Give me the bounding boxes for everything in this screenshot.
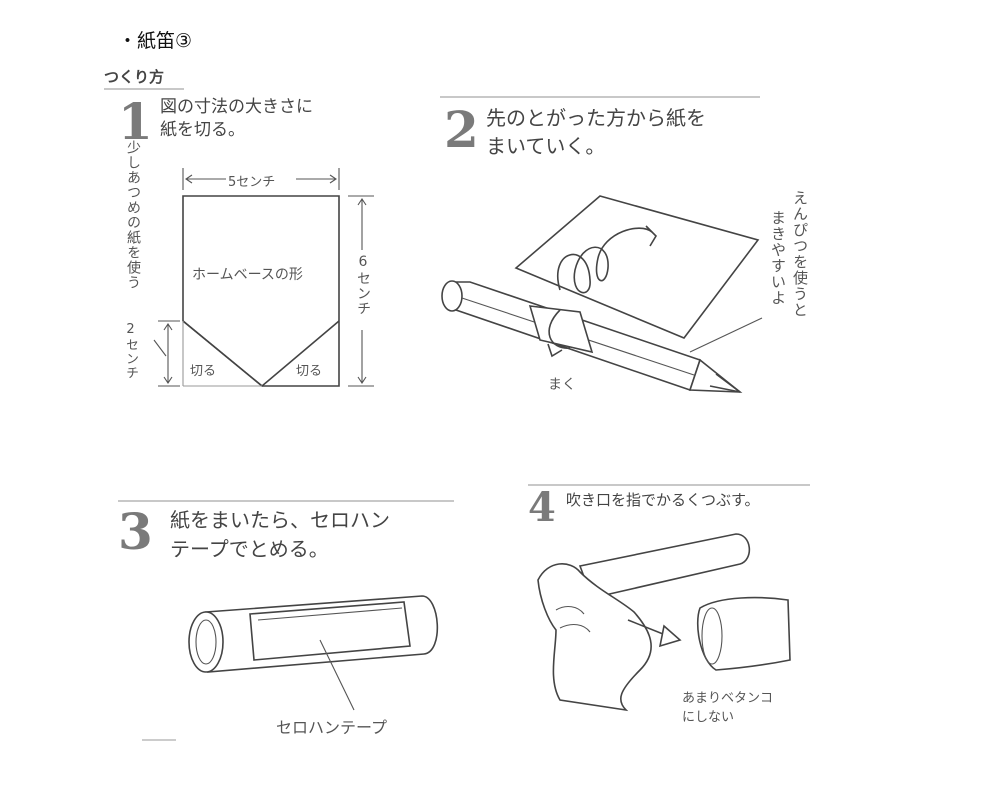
roll-arrowhead: [547, 343, 563, 358]
cut-label-right: 切る: [296, 364, 323, 379]
flattened-tube: [696, 596, 791, 671]
step-3-text-line2: テープでとめる。: [170, 537, 329, 561]
roll-arrow: [548, 309, 571, 349]
tube-opening: [188, 611, 224, 673]
rolling-spiral: [557, 227, 653, 294]
howto-heading: つくり方: [104, 68, 165, 86]
hand: [537, 563, 652, 712]
paper-sheet: [514, 195, 760, 339]
step-2-side-note-col2: まきやすいよ: [769, 210, 787, 306]
roll-label: まく: [548, 377, 576, 393]
step-1-instructions: 図の寸法の大きさに 紙を切る。: [160, 96, 313, 142]
tape-leader: [319, 639, 355, 711]
step-1-side-note: 少しあつめの紙を使う: [125, 140, 141, 290]
dim-height-arrow-top: [357, 198, 367, 206]
step-3-rule: [118, 500, 454, 502]
dim-width-label: 5センチ: [228, 175, 276, 190]
dim-small-arrow-top: [163, 323, 173, 331]
tape-edge: [257, 607, 403, 621]
step-1-text-line2: 紙を切る。: [160, 119, 245, 140]
tape-label: セロハンテープ: [276, 718, 388, 737]
step-4-rule: [528, 484, 810, 486]
rolled-paper: [528, 305, 594, 354]
dim-height-arrow-bottom: [357, 376, 367, 384]
step-4-text-line1: 吹き口を指でかるくつぶす。: [566, 491, 760, 509]
spiral-arrowhead: [645, 225, 658, 247]
page-title: ・紙笛③: [118, 30, 193, 52]
step-2-rule: [440, 96, 760, 98]
dim-height-label: 6センチ: [353, 254, 373, 316]
cut-label-left: 切る: [190, 364, 217, 379]
pencil-lead: [709, 373, 741, 393]
finger-line-1: [555, 605, 585, 615]
held-tube: [578, 533, 751, 599]
step-4-number: 4: [528, 484, 556, 531]
tube-opening-inner: [195, 619, 217, 665]
step-2-text-line2: まいていく。: [486, 134, 606, 158]
dim-small-arrow-bottom: [163, 376, 173, 384]
squeeze-arrow: [627, 619, 669, 637]
step-4-note-line1: あまりベタンコ: [682, 691, 774, 706]
step-3-text-line1: 紙をまいたら、セロハン: [170, 508, 390, 532]
flattened-opening: [701, 607, 723, 665]
step-2-side-note-col1: えんぴつを使うと: [791, 190, 809, 318]
dim-small-leader: [153, 339, 167, 357]
tape-strip: [249, 601, 411, 661]
step-1-text-line1: 図の寸法の大きさに: [160, 97, 313, 117]
home-plate-shape: [182, 195, 340, 387]
pencil-end: [441, 280, 463, 312]
step-2-instructions: 先のとがった方から紙を まいていく。: [486, 104, 706, 160]
step-4-note-line2: にしない: [682, 709, 735, 725]
step-2-note-leader: [689, 317, 763, 353]
step-1-number: 1: [118, 92, 153, 151]
shape-label: ホームベースの形: [192, 267, 303, 283]
step-4-note: あまりベタンコ にしない: [682, 690, 773, 728]
dim-width-arrow-right: [329, 174, 337, 184]
finger-line-2: [559, 623, 591, 633]
squeeze-arrowhead: [658, 624, 682, 648]
step-2-number: 2: [444, 100, 479, 159]
howto-underline: [104, 88, 184, 90]
dim-small-label: 2センチ: [123, 322, 138, 380]
dim-width-arrow-left: [185, 174, 193, 184]
step-3-instructions: 紙をまいたら、セロハン テープでとめる。: [170, 506, 390, 564]
step-3-number: 3: [118, 502, 153, 561]
step-2-text-line1: 先のとがった方から紙を: [486, 106, 706, 130]
